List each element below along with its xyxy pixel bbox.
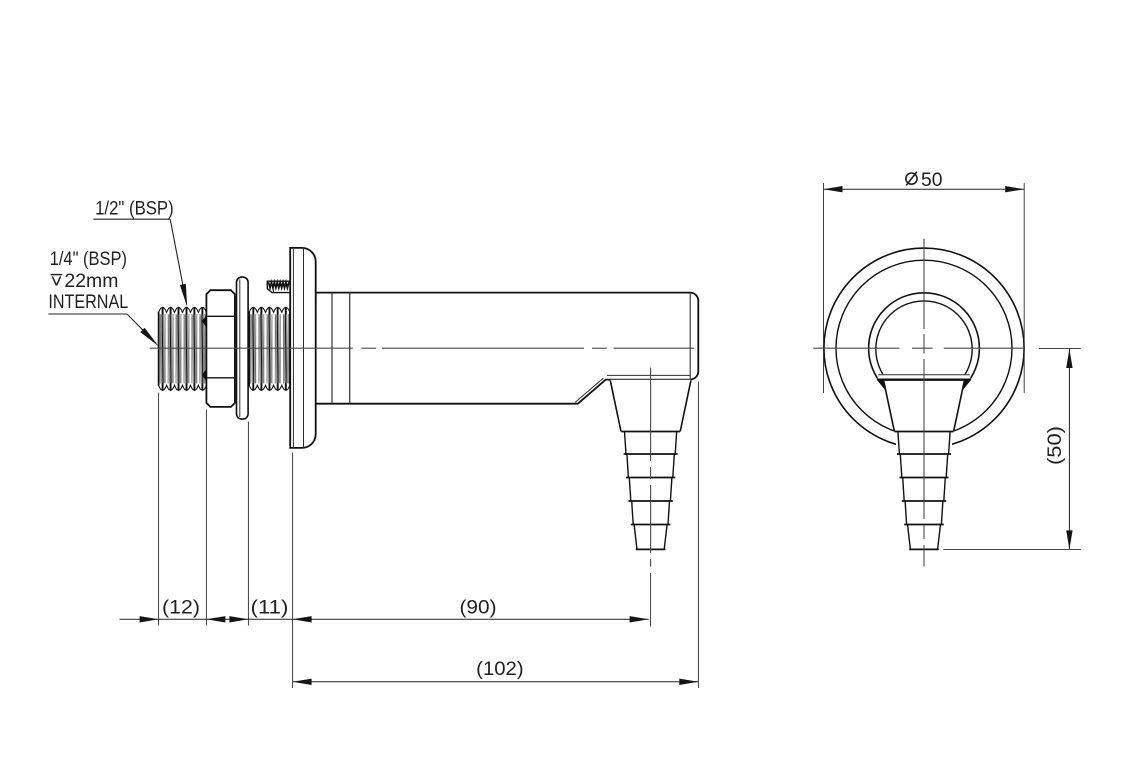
svg-text:1/4" (BSP): 1/4" (BSP) xyxy=(50,248,127,270)
svg-text:(102): (102) xyxy=(476,658,523,680)
svg-text:22mm: 22mm xyxy=(64,270,118,292)
svg-text:(11): (11) xyxy=(251,597,289,619)
svg-text:1/2" (BSP): 1/2" (BSP) xyxy=(95,198,174,220)
svg-text:(50): (50) xyxy=(1044,426,1066,465)
svg-text:(90): (90) xyxy=(460,597,497,619)
svg-text:(12): (12) xyxy=(162,597,200,619)
svg-text:INTERNAL: INTERNAL xyxy=(48,291,128,313)
svg-text:50: 50 xyxy=(921,169,943,191)
